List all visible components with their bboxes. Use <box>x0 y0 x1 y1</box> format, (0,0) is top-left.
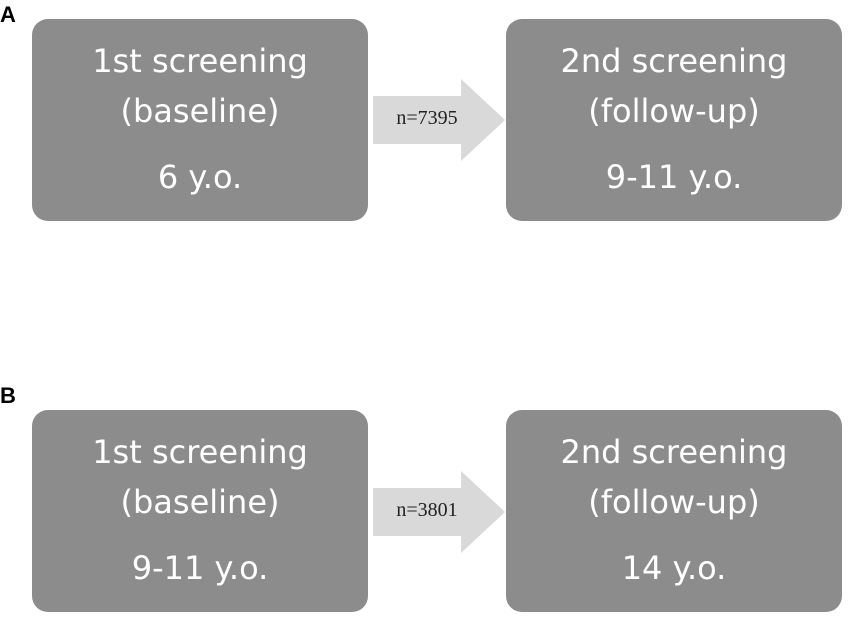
box-subtitle: (follow-up) <box>588 92 760 130</box>
box-subtitle: (baseline) <box>120 92 280 130</box>
box-age: 14 y.o. <box>621 549 727 587</box>
first-screening-box-a: 1st screening (baseline) 6 y.o. <box>32 19 368 221</box>
panel-label-a: A <box>0 2 16 27</box>
sample-size-label: n=3801 <box>396 499 458 521</box>
arrow-shape-icon <box>373 79 505 161</box>
box-age: 6 y.o. <box>157 158 243 196</box>
sample-size-label: n=7395 <box>396 107 458 129</box>
first-screening-box-b: 1st screening (baseline) 9-11 y.o. <box>32 410 368 612</box>
box-title: 2nd screening <box>560 433 788 471</box>
box-title: 2nd screening <box>560 42 788 80</box>
box-subtitle: (follow-up) <box>588 483 760 521</box>
box-age: 9-11 y.o. <box>605 158 743 196</box>
box-subtitle: (baseline) <box>120 483 280 521</box>
panel-label-b: B <box>0 383 16 408</box>
box-title: 1st screening <box>92 433 308 471</box>
flow-arrow-a: n=7395 <box>373 79 505 161</box>
arrow-shape-icon <box>373 471 505 553</box>
second-screening-box-b: 2nd screening (follow-up) 14 y.o. <box>506 410 842 612</box>
box-age: 9-11 y.o. <box>131 549 269 587</box>
box-title: 1st screening <box>92 42 308 80</box>
second-screening-box-a: 2nd screening (follow-up) 9-11 y.o. <box>506 19 842 221</box>
flow-arrow-b: n=3801 <box>373 471 505 553</box>
